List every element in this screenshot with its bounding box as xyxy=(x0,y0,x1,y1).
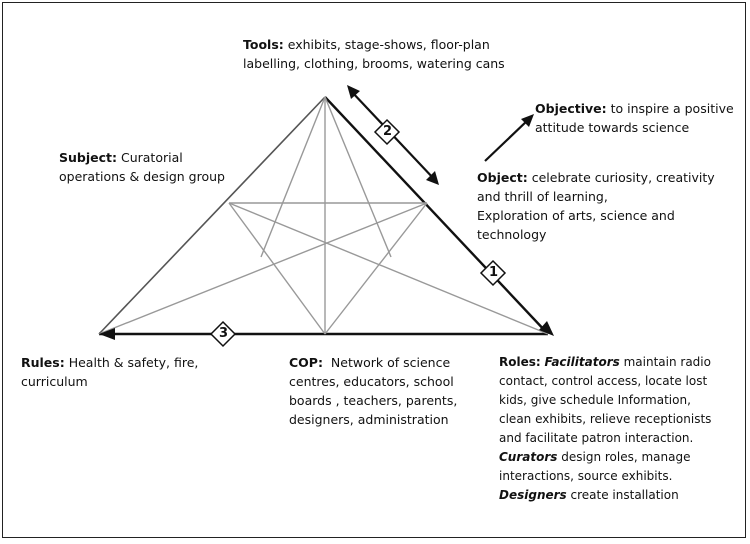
triangle-right-side xyxy=(324,96,549,335)
roles-line-7: interactions, source exhibits. xyxy=(499,469,673,483)
cop-line-1: Network of science xyxy=(330,355,451,370)
roles-line-6: design roles, manage xyxy=(561,450,691,464)
objective-arrowhead xyxy=(521,114,534,127)
objective-text: Objective: to inspire a positive attitud… xyxy=(535,99,734,137)
inner-line-top-leftmid xyxy=(324,96,392,258)
roles-curators: Curators xyxy=(499,450,558,464)
cop-line-3: boards , teachers, parents, xyxy=(289,393,458,408)
rules-line-1: Health & safety, fire, xyxy=(68,355,199,370)
roles-line-5: and facilitate patron interaction. xyxy=(499,431,694,445)
cop-heading: COP: xyxy=(289,355,323,370)
marker-label-1: 1 xyxy=(489,265,499,280)
object-line-4: technology xyxy=(477,227,547,242)
roles-facilitators: Facilitators xyxy=(544,355,620,369)
activity-triangle-diagram xyxy=(98,85,554,348)
object-text: Object: celebrate curiosity, creativity … xyxy=(477,168,715,244)
diagram-frame: 1 2 3 Tools: exhibits, stage-shows, floo… xyxy=(2,2,746,538)
inner-line-midright-bottom xyxy=(324,202,428,335)
marker-diamond-2 xyxy=(373,118,401,146)
triangle-left-side xyxy=(98,96,326,335)
arrowhead-base-left xyxy=(99,328,115,340)
subject-line-1: Curatorial xyxy=(120,150,183,165)
inner-line-top-rightmid xyxy=(260,96,326,258)
cop-text: COP: Network of science centres, educato… xyxy=(289,353,457,429)
cop-line-4: designers, administration xyxy=(289,412,449,427)
objective-line-1: to inspire a positive xyxy=(610,101,734,116)
inner-line-midleft-rightcorner xyxy=(228,202,549,335)
tools-heading: Tools: xyxy=(243,37,284,52)
arrowhead-two-top xyxy=(347,85,360,99)
subject-text: Subject: Curatorial operations & design … xyxy=(59,148,225,186)
objective-arrow-shaft xyxy=(484,118,530,162)
tools-line-1: exhibits, stage-shows, floor-plan xyxy=(287,37,490,52)
object-heading: Object: xyxy=(477,170,528,185)
rules-text: Rules: Health & safety, fire, curriculum xyxy=(21,353,198,391)
marker-diamond-3 xyxy=(209,320,237,348)
roles-heading: Roles: xyxy=(499,355,541,369)
tools-text: Tools: exhibits, stage-shows, floor-plan… xyxy=(243,35,505,73)
subject-heading: Subject: xyxy=(59,150,117,165)
cop-line-2: centres, educators, school xyxy=(289,374,454,389)
rules-heading: Rules: xyxy=(21,355,65,370)
roles-line-2: contact, control access, locate lost xyxy=(499,374,708,388)
objective-line-2: attitude towards science xyxy=(535,120,690,135)
rules-line-2: curriculum xyxy=(21,374,88,389)
marker-label-2: 2 xyxy=(383,124,393,139)
roles-line-8: create installation xyxy=(570,488,679,502)
roles-designers: Designers xyxy=(499,488,567,502)
marker-label-3: 3 xyxy=(219,326,229,341)
objective-heading: Objective: xyxy=(535,101,607,116)
arrowhead-two-bottom xyxy=(426,171,439,185)
tools-line-2: labelling, clothing, brooms, watering ca… xyxy=(243,56,505,71)
subject-line-2: operations & design group xyxy=(59,169,225,184)
roles-text: Roles: Facilitators maintain radio conta… xyxy=(499,353,711,505)
roles-line-3: kids, give schedule Information, xyxy=(499,393,691,407)
object-line-2: and thrill of learning, xyxy=(477,189,608,204)
arrowhead-right-bottom xyxy=(539,321,554,336)
object-line-3: Exploration of arts, science and xyxy=(477,208,675,223)
roles-line-1: maintain radio xyxy=(623,355,711,369)
inner-line-midleft-bottom xyxy=(228,202,326,335)
roles-line-4: clean exhibits, relieve receptionists xyxy=(499,412,712,426)
marker-diamond-1 xyxy=(479,259,507,287)
object-line-1: celebrate curiosity, creativity xyxy=(531,170,715,185)
inner-line-midright-leftcorner xyxy=(98,202,428,335)
